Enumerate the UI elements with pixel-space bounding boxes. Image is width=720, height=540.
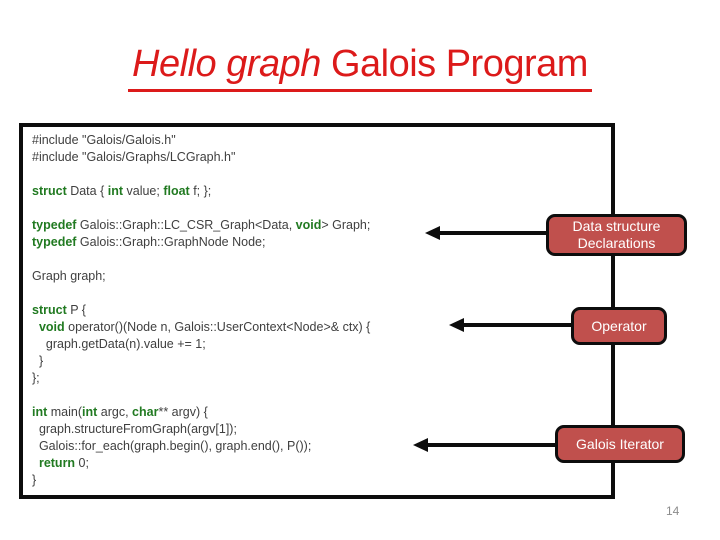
code-text: Graph graph; [32,269,106,283]
left-arrowhead-icon [449,318,464,332]
code-line [32,166,609,183]
code-line: typedef Galois::Graph::GraphNode Node; [32,234,609,251]
page-title: Hello graph Galois Program [128,42,592,92]
code-text: operator()(Node n, Galois::UserContext<N… [64,320,371,334]
code-line [32,200,609,217]
code-text: Data { [66,184,108,198]
code-keyword: typedef [32,218,77,232]
code-text: > Graph; [321,218,371,232]
code-keyword: typedef [32,235,77,249]
code-keyword: int [107,184,124,198]
code-text: f; }; [189,184,212,198]
code-text: value; [123,184,164,198]
code-panel: #include "Galois/Galois.h" #include "Galo… [19,123,615,499]
code-text: } [32,354,44,368]
code-text: Galois::Graph::LC_CSR_Graph<Data, [76,218,296,232]
code-line: struct P { [32,302,609,319]
code-text: } [32,473,37,487]
code-keyword: return [38,456,76,470]
code-text: }; [32,371,40,385]
code-text: #include "Galois/Galois.h" [32,133,176,147]
code-keyword: struct [32,184,67,198]
code-text [32,320,39,334]
code-line: return 0; [32,455,609,472]
code-keyword: void [295,218,322,232]
code-line: }; [32,370,609,387]
arrow-shaft [461,323,574,327]
code-line: int main(int argc, char** argv) { [32,404,609,421]
code-line: #include "Galois/Galois.h" [32,132,609,149]
code-text: ** argv) { [158,405,208,419]
code-keyword: int [82,405,98,419]
code-keyword: char [132,405,159,419]
code-line: #include "Galois/Graphs/LCGraph.h" [32,149,609,166]
arrow-shaft [437,231,549,235]
code-line: } [32,472,609,489]
code-line: struct Data { int value; float f; }; [32,183,609,200]
code-text: graph.structureFromGraph(argv[1]); [32,422,237,436]
code-line: graph.structureFromGraph(argv[1]); [32,421,609,438]
code-text: Galois::for_each(graph.begin(), graph.en… [32,439,312,453]
code-line [32,285,609,302]
code-block: #include "Galois/Galois.h" #include "Galo… [32,132,609,489]
code-text: Galois::Graph::GraphNode Node; [76,235,266,249]
code-keyword: float [163,184,190,198]
code-line: } [32,353,609,370]
code-keyword: struct [32,303,67,317]
code-keyword: int [32,405,48,419]
code-text: #include "Galois/Graphs/LCGraph.h" [32,150,236,164]
arrow-shaft [425,443,558,447]
title-row: Hello graph Galois Program [0,42,720,92]
callout-galois-iterator: Galois Iterator [555,425,685,463]
code-line: graph.getData(n).value += 1; [32,336,609,353]
page-number: 14 [666,504,680,518]
title-italic-part: Hello graph [132,43,321,85]
code-text: main( [47,405,83,419]
code-line: void operator()(Node n, Galois::UserCont… [32,319,609,336]
code-text: argc, [97,405,133,419]
code-line: Graph graph; [32,268,609,285]
callout-data-structure-declarations: Data structure Declarations [546,214,687,256]
code-line [32,387,609,404]
code-line: Galois::for_each(graph.begin(), graph.en… [32,438,609,455]
code-keyword: void [38,320,65,334]
code-text: graph.getData(n).value += 1; [32,337,206,351]
code-text: P { [66,303,86,317]
code-text: 0; [75,456,89,470]
left-arrowhead-icon [413,438,428,452]
code-line [32,251,609,268]
code-text [32,456,39,470]
code-line: typedef Galois::Graph::LC_CSR_Graph<Data… [32,217,609,234]
left-arrowhead-icon [425,226,440,240]
callout-operator: Operator [571,307,667,345]
title-regular-part: Galois Program [320,43,589,85]
